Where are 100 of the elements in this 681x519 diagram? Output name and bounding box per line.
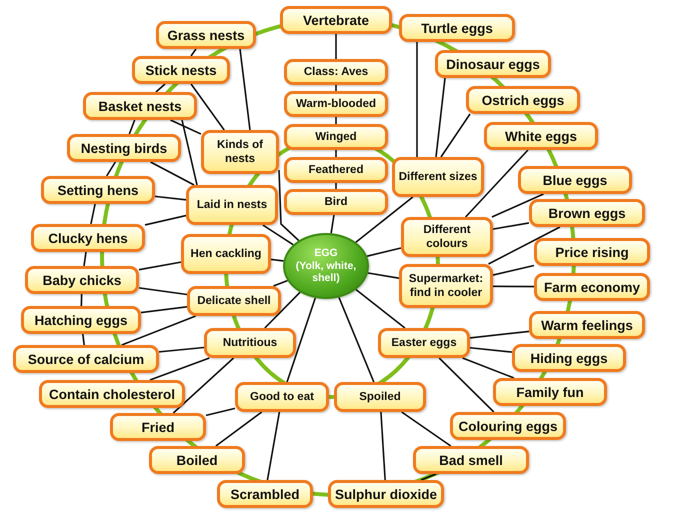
connector-line [144,214,186,226]
topic-box [13,345,159,373]
topic-box [399,264,493,308]
node-label: Supermarket: find in cooler [408,272,484,300]
connector-line [286,298,316,382]
connector-line [90,204,96,224]
node-label: Nutritious [222,336,278,350]
node-label: Bird [324,194,348,210]
node-label: Farm economy [542,280,642,294]
connector-line [440,114,471,158]
node-label: Winged [314,130,358,144]
connector-line [335,85,337,91]
node-label: Different colours [422,222,472,252]
node-label: Nesting birds [80,140,168,156]
connector-line [470,346,512,353]
connector-line [172,357,234,414]
node-label: Brown eggs [547,206,627,220]
topic-box [25,266,139,294]
node-label: Easter eggs [390,336,458,350]
connector-line [190,84,225,130]
connector-line [206,408,236,416]
connector-line [266,412,280,480]
topic-box [399,14,515,42]
connector-line [82,334,85,346]
topic-box [534,273,650,301]
central-ellipse [283,233,369,299]
topic-box [518,166,632,194]
topic-box [529,311,645,339]
connector-line [470,330,530,339]
node-label: Warm feelings [540,318,634,332]
node-label: Blue eggs [542,172,608,188]
connector-line [465,149,529,218]
node-label: Scrambled [229,486,301,502]
connector-line [128,120,136,134]
connector-line [273,280,288,287]
topic-box [284,157,388,183]
connector-line [262,224,294,246]
node-label: Sulphur dioxide [334,486,438,502]
node-label: Boiled [175,452,219,468]
node-label: Kinds of nests [216,138,264,166]
topic-box [284,189,388,215]
node-label: Price rising [554,244,630,260]
node-label: (Yolk, white, shell) [294,260,358,285]
topic-box [186,185,278,225]
connector-line [215,411,262,447]
connector-line [270,258,284,262]
connector-line [492,264,534,276]
topic-box [534,238,650,266]
topic-box [484,122,598,150]
connector-line [355,196,414,243]
topic-box [181,234,271,274]
node-label: Good to eat [249,390,315,404]
connector-line [83,252,87,266]
connector-line [492,222,530,230]
node-label: Turtle eggs [420,20,494,36]
connector-line [493,286,534,288]
node-label: Hatching eggs [33,312,128,328]
connector-line [462,357,514,379]
connector-line [335,150,337,157]
connector-line [416,42,418,157]
node-label: Dinosaur eggs [445,56,541,72]
topic-box [201,130,279,174]
topic-box [435,50,551,78]
node-label: Family fun [515,384,585,400]
connector-line [155,83,166,93]
connector-line [154,196,186,201]
topic-box [284,124,388,150]
node-label: Grass nests [166,28,246,42]
node-label: Clucky hens [47,230,129,246]
connector-line [158,346,204,353]
connector-line [335,183,337,189]
connector-line [335,117,337,124]
topic-box [156,21,256,49]
connector-line [338,297,375,382]
connector-line [368,272,400,279]
topic-box [21,306,141,334]
topic-box [284,91,388,117]
connector-line [356,288,406,329]
topic-box [413,446,529,474]
node-label: EGG [313,247,339,260]
node-label: Source of calcium [26,352,146,366]
connector-line [170,119,202,135]
connector-line [366,247,402,257]
node-label: Different sizes [398,170,478,184]
topic-box [512,344,626,372]
connector-line [138,261,182,270]
topic-box [392,157,484,197]
topic-box [217,480,313,508]
connector-line [264,292,301,329]
topic-box [401,217,493,257]
node-label: Warm-blooded [294,96,378,112]
topic-box [378,328,470,358]
node-label: Hen cackling [190,246,262,262]
topic-box [67,134,181,162]
node-label: Basket nests [97,98,183,114]
node-label: White eggs [504,128,578,144]
topic-box [110,413,206,441]
node-label: Laid in nests [196,198,268,212]
topic-box [334,382,426,412]
topic-box [466,86,580,114]
